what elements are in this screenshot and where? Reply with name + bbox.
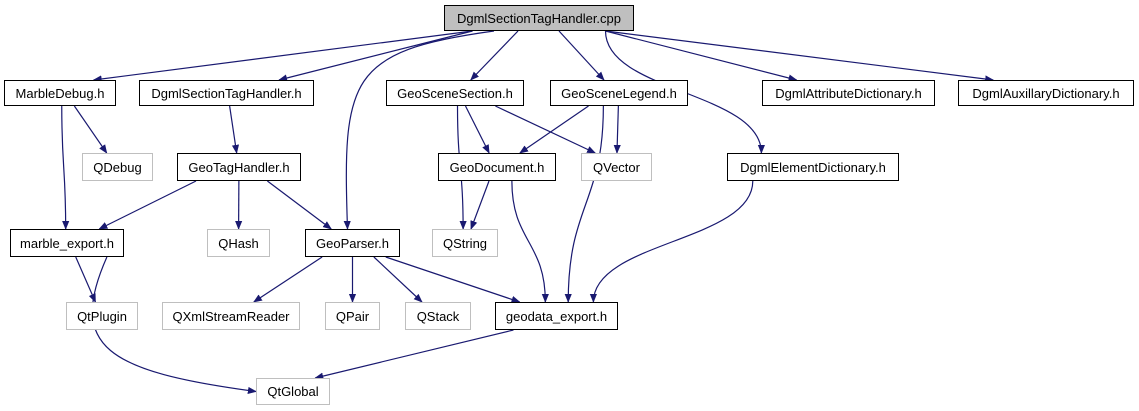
edge-geotaghandler-to-marbleexport [98, 180, 197, 230]
edge-geoparser-to-qxml [253, 256, 323, 303]
edge-marbleexport-to-qtplugin [75, 256, 96, 303]
edge-geoscenesection-to-qvector [495, 105, 597, 154]
node-geoparser[interactable]: GeoParser.h [305, 229, 400, 257]
edge-dgmlsth-to-geotaghandler [229, 105, 240, 154]
edge-root-to-dgmlsth [278, 30, 473, 82]
edge-geodataexport-to-qtglobal [314, 329, 514, 380]
node-qtglobal[interactable]: QtGlobal [256, 378, 330, 405]
edge-root-to-dgmlattr [605, 30, 798, 82]
node-qtplugin[interactable]: QtPlugin [66, 302, 138, 330]
edge-dgmlelem-to-geodataexport [589, 180, 754, 303]
edge-marbledebug-to-marbleexport [61, 105, 70, 230]
node-qpair[interactable]: QPair [325, 302, 380, 330]
node-geoscenesection[interactable]: GeoSceneSection.h [386, 80, 524, 106]
node-qdebug[interactable]: QDebug [82, 153, 153, 181]
node-geodataexport[interactable]: geodata_export.h [495, 302, 618, 330]
node-marbledebug[interactable]: MarbleDebug.h [4, 80, 116, 106]
node-dgmlelem[interactable]: DgmlElementDictionary.h [727, 153, 899, 181]
node-qxml[interactable]: QXmlStreamReader [162, 302, 300, 330]
node-qhash[interactable]: QHash [207, 229, 270, 257]
node-geodocument[interactable]: GeoDocument.h [438, 153, 556, 181]
node-marbleexport[interactable]: marble_export.h [10, 229, 124, 257]
edge-geoscenelegend-to-geodataexport [564, 105, 604, 303]
edge-marbledebug-to-qdebug [73, 105, 108, 154]
edge-geoscenelegend-to-qvector [613, 105, 621, 154]
node-dgmlsth[interactable]: DgmlSectionTagHandler.h [139, 80, 314, 106]
edge-geoscenelegend-to-geodocument [519, 105, 589, 154]
node-geotaghandler[interactable]: GeoTagHandler.h [177, 153, 301, 181]
node-geoscenelegend[interactable]: GeoSceneLegend.h [550, 80, 688, 106]
node-qstack[interactable]: QStack [405, 302, 471, 330]
node-qvector[interactable]: QVector [581, 153, 652, 181]
edge-root-to-geoscenelegend [558, 30, 605, 81]
edge-geoscenesection-to-geodocument [464, 105, 490, 154]
node-qstring[interactable]: QString [432, 229, 498, 257]
edge-marbleexport-to-qtglobal [91, 256, 257, 394]
node-dgmlattr[interactable]: DgmlAttributeDictionary.h [762, 80, 935, 106]
edge-root-to-dgmlaux [605, 30, 995, 83]
edge-geodocument-to-qstring [470, 180, 490, 230]
node-root[interactable]: DgmlSectionTagHandler.cpp [444, 5, 634, 31]
edge-geodocument-to-geodataexport [511, 180, 549, 303]
edge-geoparser-to-geodataexport [385, 256, 521, 303]
edge-root-to-geoparser [343, 30, 495, 230]
node-dgmlaux[interactable]: DgmlAuxillaryDictionary.h [958, 80, 1134, 106]
edge-root-to-marbledebug [92, 30, 473, 83]
edge-geotaghandler-to-geoparser [267, 180, 332, 230]
edge-geoparser-to-qstack [373, 256, 423, 303]
edge-root-to-geoscenesection [470, 30, 519, 81]
